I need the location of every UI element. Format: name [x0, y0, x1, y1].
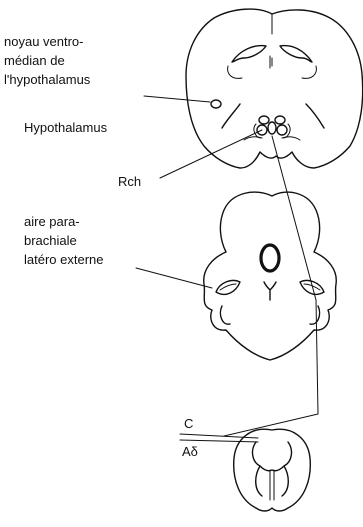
label-hypothalamus: Hypothalamus [24, 120, 108, 135]
pb-area-left [216, 280, 240, 294]
leader-rch [160, 130, 262, 178]
capsule-left [222, 104, 240, 128]
central-canal [270, 470, 274, 500]
label-rch: Rch [118, 174, 141, 189]
aqueduct [261, 245, 279, 271]
vmh-nucleus [211, 100, 221, 108]
brainstem-lobe-left [220, 306, 230, 324]
midline-raphe [264, 282, 276, 300]
leader-vmh [144, 96, 210, 102]
label-vmh-line3: l'hypothalamus [4, 72, 91, 87]
forebrain-inner-left [228, 66, 242, 78]
leader-pb [136, 268, 212, 288]
label-pb-line2: brachiale [24, 233, 77, 248]
label-vmh-line2: médian de [4, 53, 65, 68]
lateral-ventricle-right [280, 46, 312, 62]
forebrain-inner-right [302, 66, 316, 78]
capsule-right [306, 104, 324, 128]
label-pb-line1: aire para- [24, 214, 80, 229]
third-ventricle [270, 56, 272, 68]
pathway-branch-ad [180, 440, 258, 442]
label-c: C [184, 416, 193, 431]
label-ad: Aδ [182, 444, 198, 459]
label-pb-line3: latéro externe [24, 252, 104, 267]
label-vmh-line1: noyau ventro- [4, 34, 84, 49]
pb-area-right [300, 280, 324, 294]
brainstem-lobe-right [310, 306, 320, 324]
lateral-ventricle-left [232, 46, 266, 62]
grey-matter [253, 442, 292, 496]
